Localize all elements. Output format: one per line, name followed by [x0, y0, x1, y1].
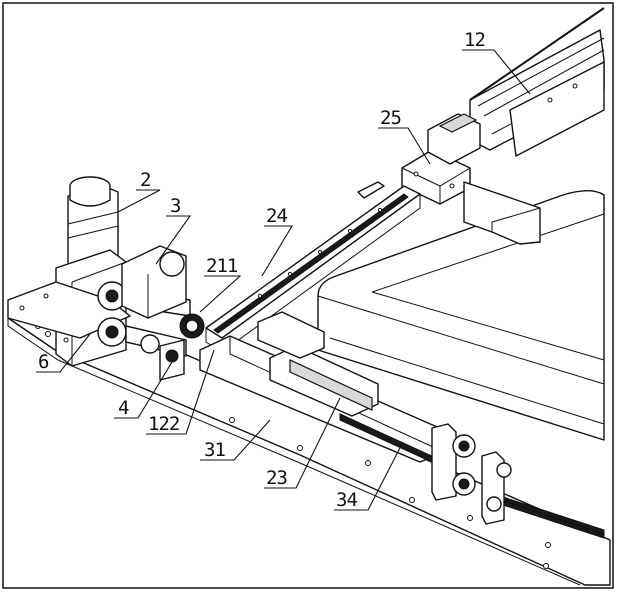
- leader-211: [199, 275, 242, 313]
- callout-23: 23: [266, 467, 287, 489]
- callout-34: 34: [336, 489, 357, 511]
- rack-supports: [431, 423, 512, 525]
- pinion-gear: [179, 313, 205, 339]
- leader-6: [36, 333, 91, 373]
- carriage-assembly: [401, 113, 541, 245]
- leader-34: [334, 443, 403, 511]
- leader-24: [261, 225, 293, 277]
- callout-labels: 12 25 24 2 3 211 6 4 122 31 23 34: [38, 29, 486, 511]
- leader-2: [117, 189, 161, 213]
- lower-frame: [199, 311, 605, 539]
- motor-unit: [7, 176, 205, 381]
- callout-122: 122: [148, 413, 179, 435]
- leader-3: [155, 215, 192, 265]
- callout-25: 25: [380, 107, 401, 129]
- leader-31: [200, 419, 271, 461]
- leader-25: [378, 127, 431, 165]
- gantry-rail: [205, 181, 421, 353]
- leader-12: [462, 49, 531, 95]
- callout-31: 31: [204, 439, 225, 461]
- leader-122: [146, 349, 215, 435]
- callout-12: 12: [464, 29, 485, 51]
- callout-211: 211: [206, 255, 238, 277]
- callout-2: 2: [140, 169, 150, 191]
- callout-6: 6: [38, 351, 49, 373]
- callout-4: 4: [118, 397, 129, 419]
- callout-3: 3: [170, 195, 181, 217]
- leader-lines: [36, 49, 531, 511]
- work-table: [317, 190, 605, 441]
- leader-23: [264, 397, 341, 489]
- leader-4: [114, 361, 173, 419]
- callout-24: 24: [266, 205, 287, 227]
- upper-rail-assembly: [469, 7, 605, 157]
